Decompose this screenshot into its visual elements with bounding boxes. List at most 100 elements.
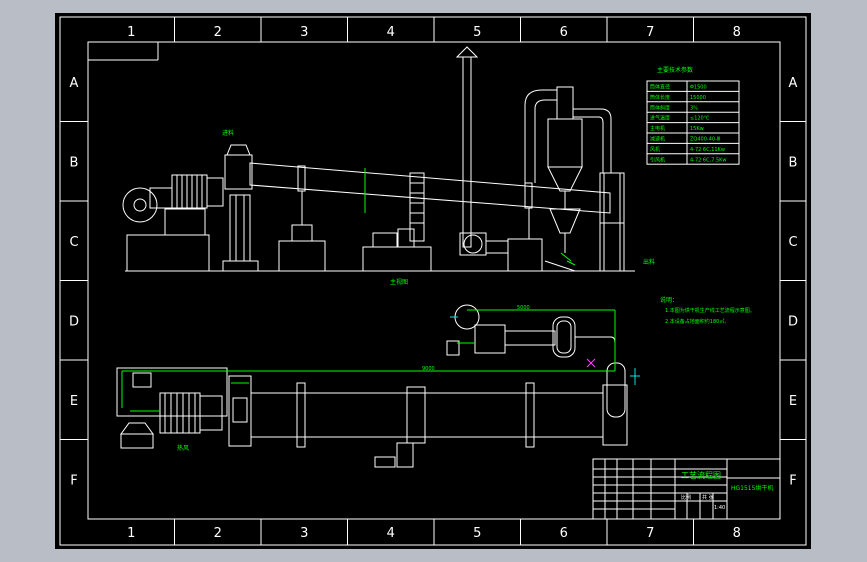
support-pier-1 — [278, 240, 326, 272]
drive-motor — [372, 232, 398, 248]
plan-motor — [374, 456, 396, 468]
label-dim-mid: 9000 — [422, 366, 435, 372]
title-block-name: 工艺流程图 — [681, 470, 721, 480]
cyclone-cone — [547, 166, 583, 192]
hot-air-duct — [206, 177, 224, 207]
fan-hub — [133, 198, 147, 212]
zone-col-bottom-2: 2 — [214, 526, 222, 541]
zone-row-left-D: D — [69, 314, 79, 329]
spec-row-label: 风机 — [650, 146, 660, 153]
feed-hopper — [226, 144, 251, 156]
label-hot-air: 热风 — [177, 444, 189, 452]
spec-row-label: 引风机 — [650, 156, 665, 163]
zone-col-top-4: 4 — [387, 25, 395, 40]
title-block-sheet-label: 共 张 — [702, 494, 714, 501]
zone-row-left-C: C — [69, 235, 78, 250]
chimney-cap — [455, 46, 479, 58]
elevation-highlights — [364, 168, 576, 266]
notes-title: 说明： — [660, 296, 678, 304]
spec-row-value: Φ1500 — [690, 85, 707, 91]
zone-col-top-8: 8 — [733, 25, 741, 40]
plan-fan-motor — [132, 372, 152, 388]
zone-row-right-E: E — [789, 394, 797, 409]
spec-row-label: 主电机 — [650, 125, 665, 132]
fan-housing — [149, 187, 173, 209]
plan-fan-base — [120, 433, 154, 449]
zone-row-left-B: B — [70, 155, 79, 170]
reducer — [397, 228, 415, 248]
title-block-scale-label: 比例 — [681, 494, 691, 501]
spec-row-value: ZQ400-40-Ⅲ — [690, 137, 720, 143]
zone-row-right-B: B — [789, 155, 798, 170]
cyclone-top — [556, 86, 574, 120]
plan-cyclone-pipe — [606, 362, 626, 418]
spec-row-value: 4-72 6C,7.5Kw — [690, 157, 727, 163]
title-block-number: 1:40 — [714, 505, 725, 511]
zone-col-bottom-6: 6 — [560, 526, 568, 541]
plan-discharge — [602, 384, 628, 446]
feed-base — [222, 260, 259, 272]
cyclone-inlet-pipe — [524, 89, 557, 183]
zone-row-left-E: E — [70, 394, 78, 409]
zone-col-bottom-7: 7 — [646, 526, 654, 541]
spec-table-title: 主要技术参数 — [657, 66, 693, 74]
spec-row-label: 进气温度 — [650, 115, 670, 122]
zone-row-right-A: A — [789, 76, 798, 91]
spec-row-label: 减速机 — [650, 136, 665, 143]
plan-fan-hopper — [120, 422, 154, 435]
zone-row-left-A: A — [70, 76, 79, 91]
notes-line-2: 2.本设备占地面积约180㎡。 — [665, 318, 729, 325]
notes-line-1: 1.本图为烘干机生产线工艺流程示意图。 — [665, 307, 755, 314]
plan-ring-1 — [296, 382, 306, 448]
plan-gear — [406, 386, 426, 444]
zone-row-left-F: F — [70, 473, 77, 488]
plan-cyclone — [552, 316, 576, 358]
feed-chute — [224, 154, 253, 190]
zone-row-right-F: F — [789, 473, 796, 488]
inner-border — [87, 41, 781, 520]
title-block — [592, 458, 781, 520]
label-discharge: 出料 — [643, 258, 655, 266]
zone-col-top-6: 6 — [560, 25, 568, 40]
induced-draft-fan — [599, 172, 625, 272]
exhaust-pipe — [573, 108, 612, 173]
plan-cyan-marks — [450, 316, 640, 385]
title-block-code: HG1515烘干机 — [731, 484, 773, 492]
furnace-base — [126, 234, 210, 272]
label-feed-inlet: 进料 — [222, 129, 234, 137]
zone-col-bottom-3: 3 — [300, 526, 308, 541]
zone-row-right-D: D — [788, 314, 798, 329]
chimney — [462, 56, 472, 248]
plan-duct — [199, 395, 223, 431]
spec-row-label: 筒体直径 — [650, 84, 670, 91]
heat-exchanger-fins — [176, 175, 203, 208]
cyclone-body — [547, 118, 583, 168]
zone-col-bottom-8: 8 — [733, 526, 741, 541]
spec-row-value: 3% — [690, 105, 698, 111]
spec-row-label: 筒体斜度 — [650, 104, 670, 111]
zone-col-top-5: 5 — [473, 25, 481, 40]
support-roller-1 — [291, 224, 313, 242]
plan-highlights — [121, 309, 616, 412]
plan-drum — [250, 392, 604, 438]
plan-view — [116, 304, 628, 468]
zone-col-bottom-4: 4 — [387, 526, 395, 541]
plan-furnace — [116, 367, 228, 417]
zone-col-top-1: 1 — [127, 25, 135, 40]
spec-row-value: 4-72 6C,11Kw — [690, 147, 725, 153]
feed-support — [229, 194, 251, 262]
plan-heat-exchanger — [159, 392, 201, 434]
plan-fins — [164, 393, 196, 433]
label-dim-top: 5000 — [517, 305, 530, 311]
zone-col-bottom-1: 1 — [127, 526, 135, 541]
zone-col-top-7: 7 — [646, 25, 654, 40]
hot-air-fan — [122, 187, 158, 223]
spec-row-label: 筒体长度 — [650, 94, 670, 101]
plan-exhaust-duct — [504, 330, 556, 346]
fan-base — [164, 208, 206, 236]
